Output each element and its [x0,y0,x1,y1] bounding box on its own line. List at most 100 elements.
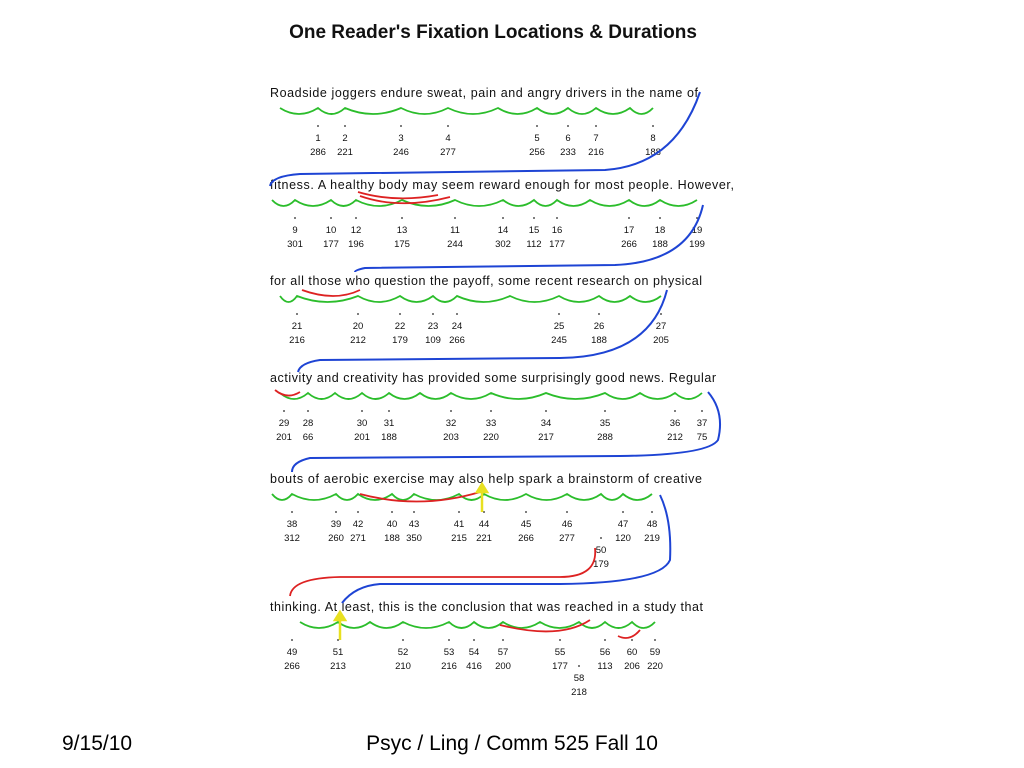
regression-arcs [274,191,641,639]
fixation-number: 1 [315,133,320,144]
fixation-number: 5 [534,133,539,144]
fixation-number: 55 [555,647,566,658]
fixation-number: 21 [292,321,303,332]
fixation-dot [654,639,656,641]
line-text: Roadside joggers endure sweat, pain and … [270,86,699,100]
fixation-number: 30 [357,418,368,429]
fixation-number: 22 [395,321,406,332]
fixation-dot [458,511,460,513]
fixation-duration: 221 [337,147,353,158]
fixation-duration: 286 [310,147,326,158]
fixation-number: 33 [486,418,497,429]
fixation-dot [450,410,452,412]
fixation-duration: 175 [394,239,410,250]
fixation-dot [473,639,475,641]
fixation-duration: 109 [425,335,441,346]
fixation-duration: 212 [350,335,366,346]
fixation-dot [361,410,363,412]
forward-saccade-arcs [271,106,703,629]
fixation-dot [291,639,293,641]
fixation-dot [296,313,298,315]
fixation-duration: 206 [624,661,640,672]
fixation-dot [432,313,434,315]
fixation-dot [283,410,285,412]
fixation-number: 50 [596,545,607,556]
fixation-dot [502,639,504,641]
fixation-number: 41 [454,519,465,530]
fixation-duration: 302 [495,239,511,250]
fixation-duration: 301 [287,239,303,250]
fixation-number: 48 [647,519,658,530]
fixation-dot [556,217,558,219]
text-line-4: activity and creativity has provided som… [270,371,716,443]
fixation-dot [490,410,492,412]
fixation-number: 24 [452,321,463,332]
fixation-dot [659,217,661,219]
return-sweep-4 [291,391,721,473]
fixation-number: 15 [529,225,540,236]
fixation-dot [291,511,293,513]
fixation-dot [317,125,319,127]
fixation-number: 32 [446,418,457,429]
yellow-markers [332,481,490,640]
fixation-duration: 179 [392,335,408,346]
fixation-number: 53 [444,647,455,658]
fixation-number: 44 [479,519,490,530]
fixation-dot [344,125,346,127]
fixation-dot [600,537,602,539]
fixation-dot [604,639,606,641]
fixation-number: 25 [554,321,565,332]
fixation-dot [533,217,535,219]
fixation-duration: 179 [593,559,609,570]
fixation-dot [307,410,309,412]
forward-saccade-path [279,106,654,115]
fixation-dot [660,313,662,315]
fixation-duration: 66 [303,432,314,443]
fixation-duration: 266 [284,661,300,672]
text-line-1: Roadside joggers endure sweat, pain and … [270,86,699,158]
fixation-duration: 112 [526,239,541,250]
fixation-number: 16 [552,225,563,236]
fixation-duration: 271 [350,533,366,544]
regression-line6-b [617,629,641,639]
fixation-dot [448,639,450,641]
fixation-duration: 201 [276,432,292,443]
line-text: for all those who question the payoff, s… [270,274,702,288]
line-text: fitness. A healthy body may seem reward … [270,178,734,192]
fixation-duration: 177 [549,239,565,250]
fixation-dot [400,125,402,127]
text-line-5: bouts of aerobic exercise may also help … [270,472,702,570]
fixation-dot [357,511,359,513]
fixation-dot [335,511,337,513]
fixation-dot [651,511,653,513]
fixation-duration: 246 [393,147,409,158]
footer-course: Psyc / Ling / Comm 525 Fall 10 [366,732,658,755]
fixation-dot [525,511,527,513]
line-text: bouts of aerobic exercise may also help … [270,472,702,486]
fixation-duration: 212 [667,432,683,443]
fixation-duration: 245 [551,335,567,346]
fixation-dot [567,125,569,127]
fixation-number: 51 [333,647,344,658]
fixation-duration: 216 [289,335,305,346]
fixation-duration: 216 [588,147,604,158]
fixation-number: 57 [498,647,509,658]
fixation-duration: 312 [284,533,300,544]
forward-saccade-path [279,294,662,303]
forward-saccade-path [271,198,698,207]
fixation-duration: 219 [644,533,660,544]
slide-title: One Reader's Fixation Locations & Durati… [289,22,697,43]
fixation-duration: 213 [330,661,346,672]
fixation-dot [628,217,630,219]
fixation-duration: 216 [441,661,457,672]
fixation-dot [545,410,547,412]
fixation-duration: 244 [447,239,463,250]
fixation-dot [391,511,393,513]
regression-line5 [359,491,481,503]
fixation-dot [604,410,606,412]
regression-line3 [301,289,361,297]
fixation-duration: 75 [697,432,708,443]
fixation-number: 40 [387,519,398,530]
fixation-duration: 277 [559,533,575,544]
